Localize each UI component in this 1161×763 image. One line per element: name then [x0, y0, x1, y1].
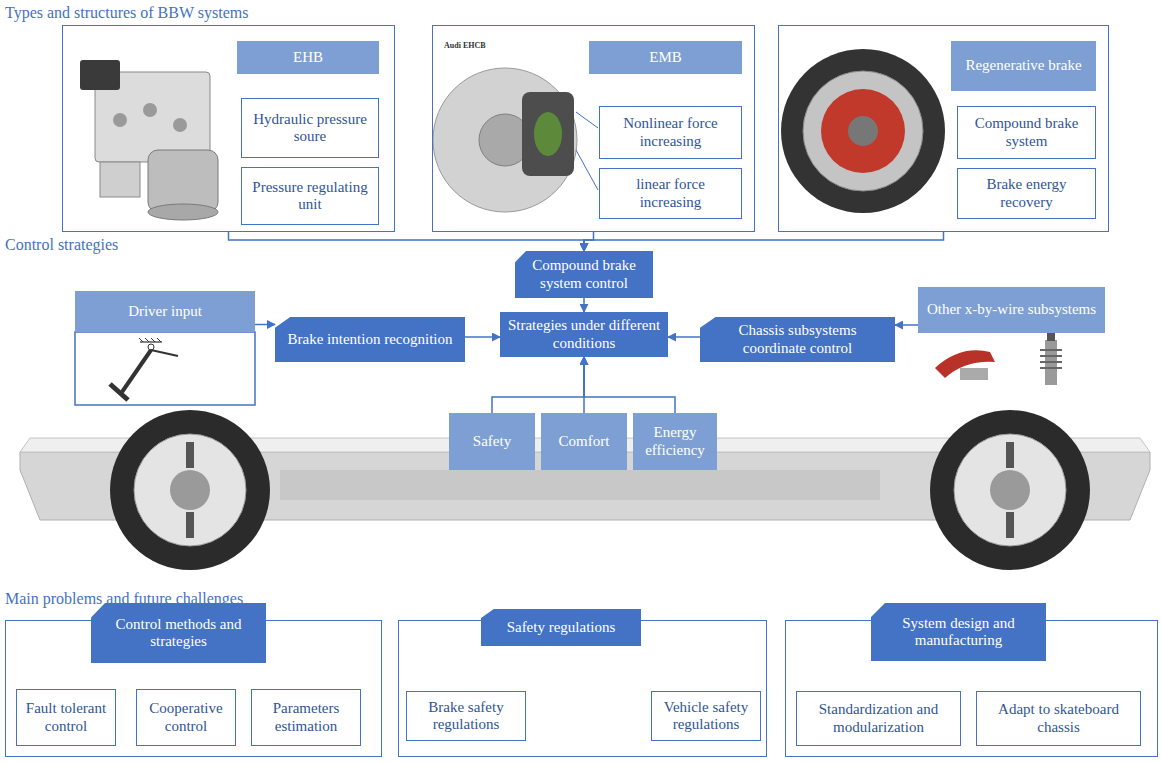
outlined-box: Vehicle safety regulations: [651, 691, 761, 741]
connector-arrow: [584, 232, 594, 251]
ehb-unit-image: [80, 60, 218, 220]
connector-arrow: [255, 324, 275, 326]
box-text: EMB: [649, 49, 682, 66]
box-text: Control methods and strategies: [97, 616, 260, 651]
process-box: Driver input: [75, 291, 255, 332]
panel-heading: EMB: [589, 41, 742, 74]
connector-arrow: [668, 336, 700, 338]
process-box: Strategies under different conditions: [500, 312, 668, 357]
connector-arrow: [465, 336, 500, 338]
outlined-box: Brake safety regulations: [406, 691, 526, 741]
box-text: Brake safety regulations: [413, 699, 519, 734]
box-text: Compound brake system: [964, 115, 1089, 150]
section-heading: Types and structures of BBW systems: [5, 4, 248, 22]
connector-arrow: [584, 232, 944, 251]
outlined-box: Adapt to skateboard chassis: [976, 691, 1141, 746]
box-text: Brake intention recognition: [288, 331, 453, 348]
outlined-box: Hydraulic pressure soure: [241, 98, 379, 158]
box-text: linear force increasing: [606, 176, 735, 211]
box-text: Safety regulations: [507, 619, 616, 636]
section-heading: Main problems and future challenges: [5, 590, 243, 608]
process-box: Chassis subsystems coordinate control: [700, 317, 895, 362]
panel-heading: System design and manufacturing: [871, 603, 1046, 661]
process-box: Brake intention recognition: [275, 317, 465, 362]
box-text: Hydraulic pressure soure: [248, 111, 372, 146]
connector-arrow: [583, 298, 585, 312]
box-text: Adapt to skateboard chassis: [983, 701, 1134, 736]
process-box: Other x-by-wire subsystems: [918, 287, 1105, 333]
outlined-box: Nonlinear force increasing: [599, 106, 742, 159]
image-caption: Audi EHCB: [444, 41, 486, 50]
box-text: Chassis subsystems coordinate control: [706, 322, 889, 357]
box-text: Safety: [473, 433, 511, 450]
box-text: Fault tolerant control: [23, 700, 109, 735]
box-text: Strategies under different conditions: [506, 317, 662, 352]
connector-arrow: [584, 357, 675, 413]
x-by-wire-images: [935, 333, 1062, 385]
connector-arrow: [492, 357, 584, 413]
connector-arrow: [229, 232, 585, 251]
box-text: Standardization and modularization: [803, 701, 954, 736]
skateboard-chassis: [20, 410, 1150, 570]
outlined-box: Compound brake system: [957, 106, 1096, 159]
panel-heading: Control methods and strategies: [91, 603, 266, 663]
outlined-box: Standardization and modularization: [796, 691, 961, 746]
group-panel: EHB Hydraulic pressure sourePressure regu…: [62, 25, 395, 232]
box-text: Pressure regulating unit: [248, 179, 372, 214]
box-text: Vehicle safety regulations: [658, 699, 754, 734]
process-box: Compound brake system control: [515, 251, 653, 298]
box-text: Compound brake system control: [521, 257, 647, 292]
group-panel: Regenerative brakeCompound brake systemB…: [778, 25, 1109, 232]
box-text: Other x-by-wire subsystems: [927, 301, 1096, 318]
outlined-box: linear force increasing: [599, 168, 742, 219]
box-text: Parameters estimation: [258, 700, 354, 735]
box-text: EHB: [293, 49, 323, 66]
process-box: Comfort: [541, 413, 627, 470]
group-panel: Safety regulationsBrake safety regulatio…: [398, 620, 767, 757]
regenerative-wheel-image: [781, 49, 945, 213]
panel-heading: Regenerative brake: [951, 41, 1096, 91]
process-box: Energy efficiency: [633, 413, 717, 470]
box-text: Regenerative brake: [965, 57, 1081, 74]
box-text: Driver input: [128, 303, 202, 320]
process-box: Safety: [449, 413, 535, 470]
outlined-box: Pressure regulating unit: [241, 167, 379, 225]
group-panel: Control methods and strategiesFault tole…: [5, 620, 382, 757]
brake-pedal-symbol: [75, 332, 255, 405]
box-text: Cooperative control: [143, 700, 229, 735]
box-text: System design and manufacturing: [877, 615, 1040, 650]
section-heading: Control strategies: [5, 236, 118, 254]
group-panel: EMB Nonlinear force increasing linear forc…: [432, 25, 755, 232]
outlined-box: Fault tolerant control: [16, 689, 116, 746]
panel-heading: EHB: [237, 41, 379, 74]
box-text: Brake energy recovery: [964, 176, 1089, 211]
group-panel: System design and manufacturingStandardi…: [785, 620, 1158, 757]
emb-caliper-image: [433, 68, 598, 212]
outlined-box: Cooperative control: [136, 689, 236, 746]
panel-heading: Safety regulations: [481, 609, 641, 646]
box-text: Nonlinear force increasing: [606, 115, 735, 150]
connector-arrow: [895, 324, 918, 326]
box-text: Energy efficiency: [639, 424, 711, 459]
box-text: Comfort: [559, 433, 610, 450]
outlined-box: Parameters estimation: [251, 689, 361, 746]
outlined-box: Brake energy recovery: [957, 168, 1096, 219]
